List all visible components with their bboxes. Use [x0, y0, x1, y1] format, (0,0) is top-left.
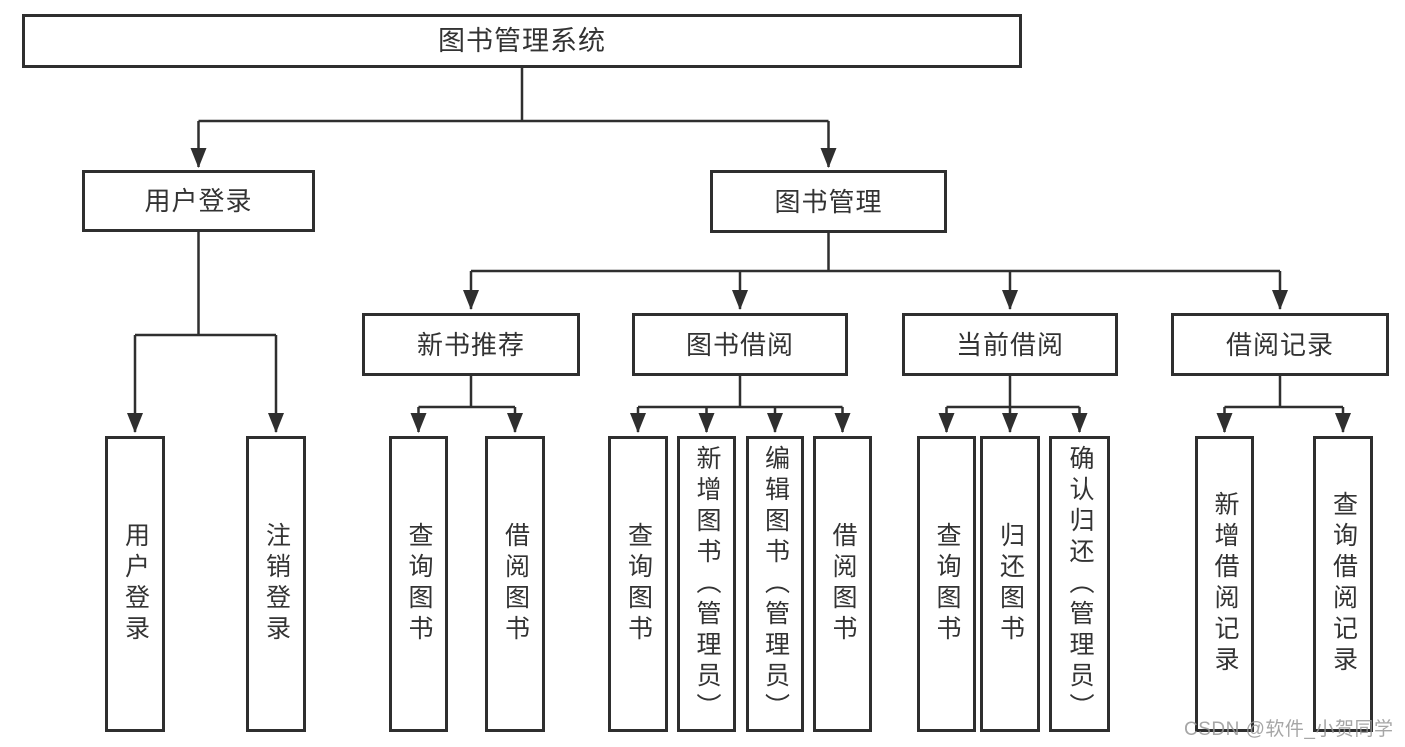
node-new-book-recommend: 新书推荐 — [362, 313, 580, 376]
connector-records-to-leaves — [1224, 376, 1343, 409]
connector-mgmt-to-level3 — [471, 233, 1280, 273]
csdn-watermark: CSDN @软件_小贺同学 — [1184, 719, 1394, 740]
leaf-query-books-current: 查询图书 — [917, 436, 976, 732]
connector-root-to-level2 — [198, 68, 829, 123]
leaf-user-login: 用户登录 — [105, 436, 165, 732]
connector-login-to-leaves — [135, 232, 276, 337]
node-library-management-system: 图书管理系统 — [22, 14, 1022, 68]
leaf-query-books-borrow: 查询图书 — [608, 436, 668, 732]
leaf-edit-books-admin: 编辑图书（管理员） — [746, 436, 804, 732]
leaf-add-books-admin: 新增图书（管理员） — [677, 436, 736, 732]
node-user-login: 用户登录 — [82, 170, 315, 232]
node-book-management: 图书管理 — [710, 170, 947, 233]
connector-recommend-to-leaves — [418, 376, 515, 409]
leaf-add-borrow-record: 新增借阅记录 — [1195, 436, 1254, 732]
leaf-query-books-recommend: 查询图书 — [389, 436, 448, 732]
leaf-borrow-books: 借阅图书 — [813, 436, 872, 732]
leaf-confirm-return-admin: 确认归还（管理员） — [1049, 436, 1110, 732]
connector-current-to-leaves — [946, 376, 1080, 409]
node-borrow-records: 借阅记录 — [1171, 313, 1389, 376]
node-book-borrow: 图书借阅 — [632, 313, 848, 376]
connector-borrow-to-leaves — [638, 376, 843, 409]
leaf-query-borrow-record: 查询借阅记录 — [1313, 436, 1373, 732]
leaf-borrow-books-recommend: 借阅图书 — [485, 436, 545, 732]
node-current-borrow: 当前借阅 — [902, 313, 1118, 376]
leaf-return-books: 归还图书 — [980, 436, 1040, 732]
leaf-logout: 注销登录 — [246, 436, 306, 732]
